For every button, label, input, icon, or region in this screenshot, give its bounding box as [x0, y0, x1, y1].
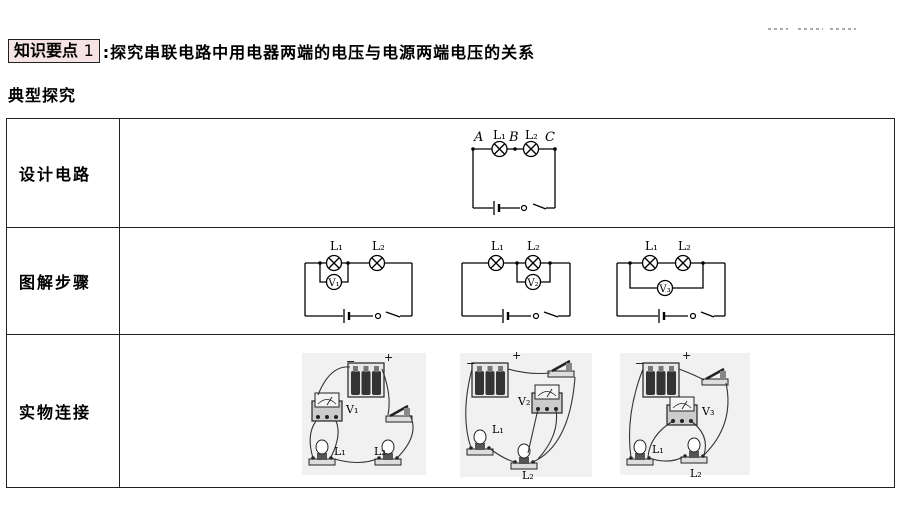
lamp2-label: L₂ — [372, 239, 385, 253]
lamp-icon — [641, 254, 659, 272]
lamp2-label: L₂ — [690, 467, 702, 480]
battery-icon — [471, 362, 509, 398]
voltmeter-label: V₂ — [517, 395, 530, 408]
voltmeter-icon — [325, 273, 343, 291]
lamp2-label: L₂ — [522, 469, 534, 482]
switch-icon — [374, 312, 382, 320]
voltmeter-label: V₂ — [526, 278, 538, 289]
lamp1-label: L₁ — [652, 443, 664, 456]
physical-setup-cell: − + V₁ L₁ L₂ — [119, 334, 895, 488]
lamp2-label: L₂ — [527, 239, 540, 253]
lamp2-label: L₂ — [678, 239, 691, 253]
battery-icon — [502, 309, 510, 323]
voltmeter-label: V₃ — [658, 284, 670, 295]
voltmeter-icon — [311, 392, 343, 422]
row-label: 设计电路 — [6, 118, 120, 228]
step-diagrams: V₁ L₁ L₂ — [304, 239, 726, 323]
tag-number: 1 — [83, 41, 94, 60]
switch-icon — [689, 312, 697, 320]
step-diagram-3: V₃ L₁ L₂ — [616, 239, 726, 323]
plus-label: + — [512, 349, 521, 362]
step-diagram-1: V₁ L₁ L₂ — [304, 239, 413, 323]
lamp2-label: L₂ — [525, 128, 538, 142]
voltmeter-icon — [656, 279, 674, 297]
lamp2-label: L₂ — [374, 445, 386, 458]
lamp1-label: L₁ — [493, 128, 506, 142]
lamp-icon — [491, 140, 508, 158]
minus-label: − — [346, 355, 355, 368]
battery-icon — [658, 309, 666, 323]
table-row: 设计电路 — [6, 118, 895, 228]
lamp-icon — [325, 254, 343, 272]
plus-label: + — [384, 351, 393, 364]
voltmeter-icon — [531, 384, 563, 414]
voltmeter-label: V₁ — [327, 278, 339, 289]
lamp-icon — [487, 254, 505, 272]
design-circuit-cell: A L₁ B L₂ C — [119, 118, 895, 228]
physical-setup-2: − + V₂ L₁ L₂ — [460, 349, 592, 482]
knowledge-tag: 知识要点 1 — [8, 39, 100, 63]
battery-icon — [493, 201, 501, 215]
step-diagram-2: V₂ L₁ L₂ — [461, 239, 571, 323]
lamp-icon — [522, 140, 540, 158]
voltmeter-label: V₃ — [701, 405, 714, 418]
voltmeter-icon — [666, 396, 698, 426]
section-subtitle: 典型探究 — [8, 86, 77, 105]
lamp1-label: L₁ — [334, 445, 346, 458]
point-b-label: B — [508, 130, 519, 145]
point-a-label: A — [473, 130, 483, 145]
battery-icon — [642, 362, 680, 398]
physical-setup-3: − + V₃ L₁ L₂ — [620, 349, 750, 480]
switch-icon — [532, 312, 540, 320]
minus-label: − — [466, 357, 475, 370]
lamp1-label: L₁ — [492, 423, 504, 436]
plus-label: + — [682, 349, 691, 362]
lamp1-label: L₁ — [330, 239, 343, 253]
point-c-label: C — [545, 130, 555, 145]
row-label: 图解步骤 — [6, 227, 120, 335]
switch-icon — [520, 204, 528, 212]
lamp-icon — [674, 254, 692, 272]
lamp1-label: L₁ — [645, 239, 658, 253]
lamp-icon — [524, 254, 542, 272]
step-diagrams-cell: V₁ L₁ L₂ — [119, 227, 895, 335]
minus-label: − — [635, 357, 644, 370]
voltmeter-label: V₁ — [345, 403, 358, 416]
corner-mark — [768, 28, 856, 30]
lamp1-label: L₁ — [491, 239, 504, 253]
lamp-icon — [368, 254, 386, 272]
design-circuit-diagram: A L₁ B L₂ C — [471, 128, 557, 215]
tag-text: 知识要点 — [14, 41, 79, 60]
battery-icon — [343, 309, 351, 323]
page-title: :探究串联电路中用电器两端的电压与电源两端电压的关系 — [102, 43, 536, 62]
physical-setups: − + V₁ L₁ L₂ — [302, 349, 750, 482]
table-row: 实物连接 — [6, 334, 895, 488]
row-label: 实物连接 — [6, 334, 120, 488]
experiment-table: 设计电路 — [6, 118, 895, 488]
table-row: 图解步骤 — [6, 227, 895, 335]
knowledge-header: 知识要点 1 :探究串联电路中用电器两端的电压与电源两端电压的关系 — [8, 38, 535, 64]
battery-icon — [347, 362, 385, 398]
physical-setup-1: − + V₁ L₁ L₂ — [302, 351, 426, 475]
voltmeter-icon — [524, 273, 542, 291]
